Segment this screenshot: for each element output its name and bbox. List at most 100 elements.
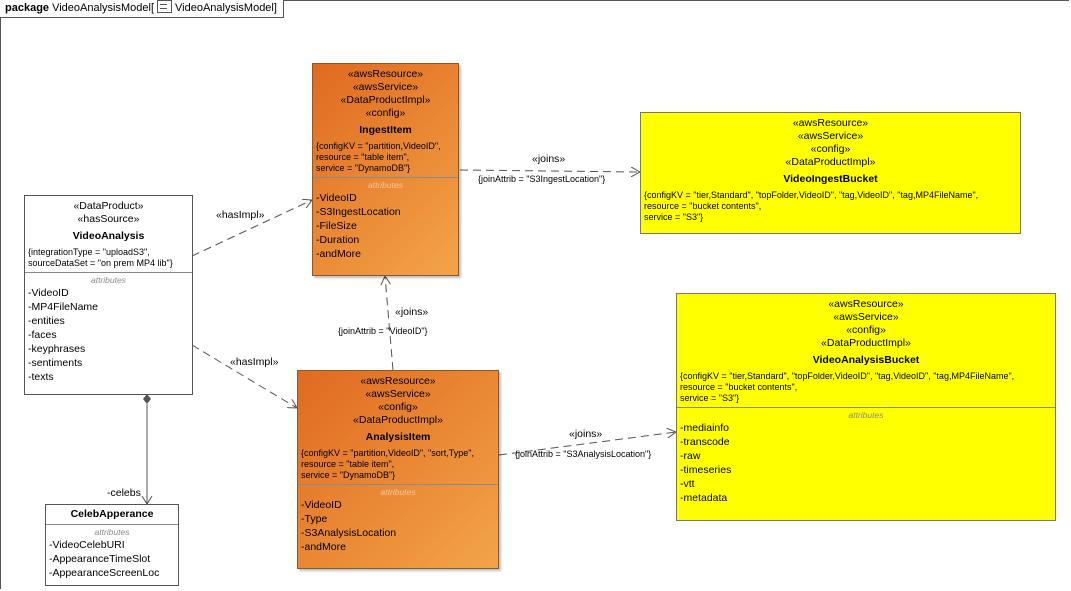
- attribute: -MP4FileName: [28, 301, 99, 313]
- attribute: -raw: [680, 450, 701, 462]
- joins-ingest-bucket-tag: {joinAttrib = "S3IngestLocation"}: [478, 174, 606, 184]
- stereotype: «awsResource»: [828, 298, 904, 310]
- compartment-divider: [313, 177, 458, 178]
- stereotype: «config»: [365, 107, 406, 119]
- tag-line: sourceDataSet = "on prem MP4 lib"}: [28, 258, 173, 268]
- compartment-divider: [25, 272, 192, 273]
- tag-line: {configKV = "partition,VideoID", "sort,T…: [301, 448, 474, 458]
- video-analysis-bucket-class[interactable]: «awsResource» «awsService» «config» «Dat…: [676, 293, 1056, 521]
- package-keyword: package: [5, 2, 50, 14]
- attribute: -Type: [301, 513, 328, 525]
- has-impl-analysis-label: «hasImpl»: [230, 356, 279, 368]
- compartment-divider: [298, 484, 498, 485]
- has-impl-ingest-label: «hasImpl»: [216, 209, 265, 221]
- tag-line: resource = "table item",: [316, 152, 410, 162]
- package-close: ]: [273, 2, 277, 14]
- video-ingest-bucket-class[interactable]: «awsResource» «awsService» «config» «Dat…: [640, 112, 1021, 234]
- attribute: -AppearanceTimeSlot: [49, 553, 151, 565]
- attribute: -VideoID: [301, 499, 342, 511]
- tag-line: resource = "table item",: [301, 459, 395, 469]
- attribute: -sentiments: [28, 357, 83, 369]
- compartment-divider: [46, 524, 178, 525]
- tag-line: {integrationType = "uploadS3",: [28, 247, 150, 257]
- joins-analysis-bucket-edge[interactable]: [498, 432, 676, 456]
- attributes-header: attributes: [368, 180, 403, 190]
- attribute: -S3IngestLocation: [316, 206, 401, 218]
- stereotype: «DataProductImpl»: [821, 337, 911, 349]
- attribute: -VideoID: [316, 192, 357, 204]
- attribute: -andMore: [301, 541, 346, 553]
- class-name: AnalysisItem: [365, 431, 431, 443]
- attribute: -vtt: [680, 478, 695, 490]
- attribute: -transcode: [680, 436, 730, 448]
- stereotype: «DataProductImpl»: [340, 94, 431, 106]
- class-name: CelebApperance: [70, 508, 154, 520]
- joins-items-label: «joins»: [395, 306, 429, 318]
- stereotype: «awsResource»: [347, 68, 424, 80]
- celeb-apperance-class[interactable]: CelebApperance attributes -VideoCelebURI…: [45, 504, 179, 586]
- attribute: -VideoID: [28, 287, 69, 299]
- attributes-header: attributes: [848, 410, 884, 420]
- attribute: -VideoCelebURI: [49, 539, 125, 551]
- diagram-name: VideoAnalysisModel: [175, 2, 274, 14]
- stereotype: «awsService»: [365, 388, 431, 400]
- stereotype: «awsResource»: [360, 375, 436, 387]
- tag-line: service = "S3"}: [644, 212, 704, 222]
- attributes-header: attributes: [94, 527, 130, 537]
- attribute: -FileSize: [316, 220, 357, 232]
- tag-line: {configKV = "partition,VideoID",: [316, 141, 441, 151]
- attribute: -andMore: [316, 248, 361, 260]
- attribute: -S3AnalysisLocation: [301, 527, 397, 539]
- class-name: VideoAnalysis: [72, 230, 145, 242]
- composition-diamond: [143, 394, 151, 404]
- attribute: -timeseries: [680, 464, 732, 476]
- tag-line: {configKV = "tier,Standard", "topFolder,…: [680, 371, 1015, 381]
- stereotype: «awsService»: [833, 311, 899, 323]
- tag-line: resource = "bucket contents",: [680, 382, 798, 392]
- stereotype: «awsService»: [797, 130, 864, 142]
- tag-line: service = "DynamoDB"}: [301, 470, 396, 480]
- stereotype: «DataProductImpl»: [785, 156, 876, 168]
- has-impl-ingest-edge[interactable]: [191, 200, 312, 257]
- attribute: -faces: [28, 329, 57, 341]
- stereotype: «config»: [378, 401, 418, 413]
- joins-items-edge[interactable]: [385, 276, 394, 371]
- stereotype: «awsService»: [352, 81, 419, 93]
- class-name: VideoAnalysisBucket: [812, 354, 920, 366]
- attribute: -entities: [28, 315, 65, 327]
- attribute: -texts: [28, 371, 54, 383]
- package-name: VideoAnalysisModel[: [52, 2, 155, 14]
- analysis-item-class[interactable]: «awsResource» «awsService» «config» «Dat…: [297, 370, 499, 569]
- joins-analysis-bucket-label: «joins»: [569, 428, 603, 440]
- attribute: -mediainfo: [680, 422, 730, 434]
- has-impl-analysis-edge[interactable]: [191, 344, 297, 408]
- joins-items-tag: {joinAttrib = "VideoID"}: [338, 326, 428, 336]
- video-analysis-class[interactable]: «DataProduct» «hasSource» VideoAnalysis …: [24, 195, 193, 395]
- tag-line: service = "DynamoDB"}: [316, 163, 411, 173]
- ingest-item-class[interactable]: «awsResource» «awsService» «DataProductI…: [312, 63, 459, 276]
- stereotype: «config»: [810, 143, 851, 155]
- joins-ingest-bucket-label: «joins»: [532, 153, 566, 165]
- attributes-header: attributes: [91, 275, 126, 285]
- attribute: -keyphrases: [28, 343, 86, 355]
- compartment-divider: [677, 407, 1055, 408]
- tag-line: {configKV = "tier,Standard", "topFolder,…: [644, 190, 979, 200]
- stereotype: «awsResource»: [792, 117, 869, 129]
- celebs-role-label: -celebs: [107, 487, 141, 499]
- stereotype: «config»: [846, 324, 886, 336]
- class-name: VideoIngestBucket: [783, 173, 878, 185]
- stereotype: «DataProductImpl»: [353, 414, 443, 426]
- diagram-icon: [157, 0, 173, 13]
- stereotype: «DataProduct»: [73, 200, 144, 212]
- joins-ingest-bucket-edge[interactable]: [459, 170, 640, 172]
- attribute: -AppearanceScreenLoc: [49, 567, 160, 579]
- attribute: -Duration: [316, 234, 360, 246]
- tag-line: service = "S3"}: [680, 393, 740, 403]
- attributes-header: attributes: [380, 487, 416, 497]
- joins-analysis-bucket-tag: {joinAttrib = "S3AnalysisLocation"}: [515, 449, 652, 459]
- stereotype: «hasSource»: [77, 213, 140, 225]
- class-name: IngestItem: [359, 124, 412, 136]
- package-tab[interactable]: package VideoAnalysisModel[ VideoAnalysis…: [0, 0, 284, 18]
